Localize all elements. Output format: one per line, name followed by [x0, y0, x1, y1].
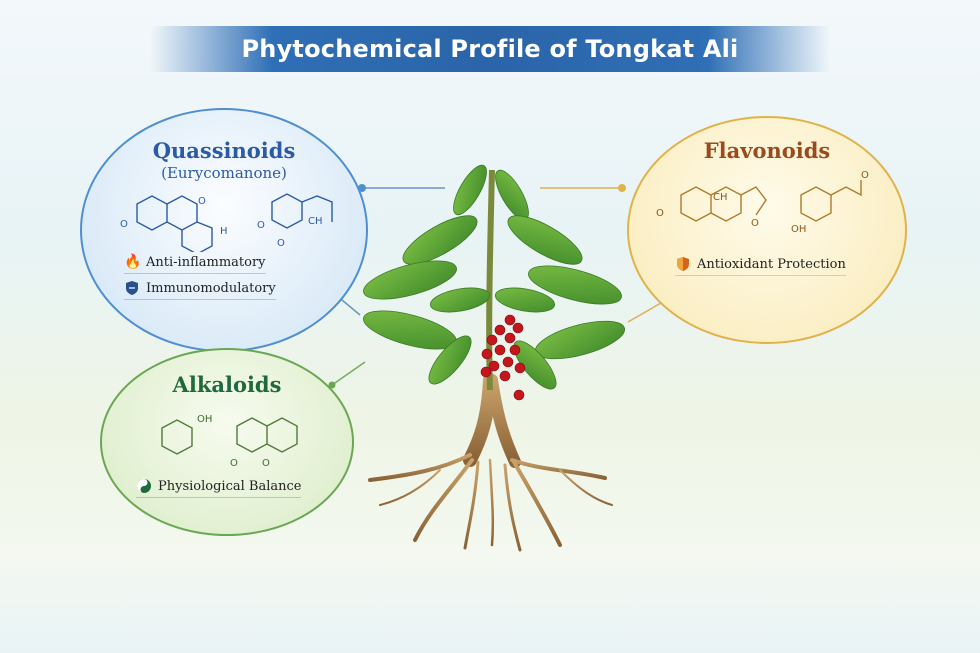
chemical-structure: O H O CH O O [120, 193, 333, 252]
svg-text:O: O [230, 458, 238, 469]
svg-text:CH: CH [308, 216, 323, 227]
quassinoids-heading: Quassinoids [152, 138, 296, 163]
connector-dot [618, 184, 626, 192]
leaves [363, 164, 626, 390]
property-anti-inflammatory: 🔥 Anti-inflammatory [124, 254, 266, 274]
chemical-structure: CH O O OH O [656, 170, 869, 235]
svg-text:O: O [120, 219, 128, 230]
shield-icon [677, 257, 689, 271]
property-immunomodulatory: Immunomodulatory [124, 280, 276, 300]
chemical-structure: OH O O [161, 414, 298, 469]
quassinoids-subtitle: (Eurycomanone) [161, 164, 287, 182]
shield-icon [126, 281, 138, 295]
flavonoids-heading: Flavonoids [703, 138, 831, 163]
svg-text:CH: CH [713, 192, 728, 203]
yin-yang-icon [137, 479, 151, 493]
property-antioxidant-protection: Antioxidant Protection [675, 256, 846, 276]
flavonoids-bubble: Flavonoids CH O O OH O Antioxidant Prote… [627, 116, 907, 344]
alkaloids-heading: Alkaloids [172, 372, 282, 397]
svg-text:O: O [861, 170, 869, 181]
title-banner: Phytochemical Profile of Tongkat Ali [150, 26, 830, 72]
svg-text:O: O [262, 458, 270, 469]
svg-text:O: O [656, 208, 664, 219]
svg-text:O: O [277, 238, 285, 249]
flame-icon: 🔥 [124, 254, 142, 270]
svg-text:O: O [198, 196, 206, 207]
red-berries [480, 314, 526, 401]
page-title: Phytochemical Profile of Tongkat Ali [241, 35, 739, 63]
alkaloids-bubble: Alkaloids OH O O Physiological Balance [100, 348, 354, 536]
svg-text:OH: OH [197, 414, 212, 425]
roots [368, 373, 613, 552]
svg-text:O: O [751, 218, 759, 229]
svg-text:OH: OH [791, 224, 806, 235]
svg-text:H: H [220, 226, 228, 237]
property-physiological-balance: Physiological Balance [136, 478, 302, 498]
svg-text:O: O [257, 220, 265, 231]
quassinoids-bubble: Quassinoids (Eurycomanone) O H O CH O O … [80, 108, 368, 352]
